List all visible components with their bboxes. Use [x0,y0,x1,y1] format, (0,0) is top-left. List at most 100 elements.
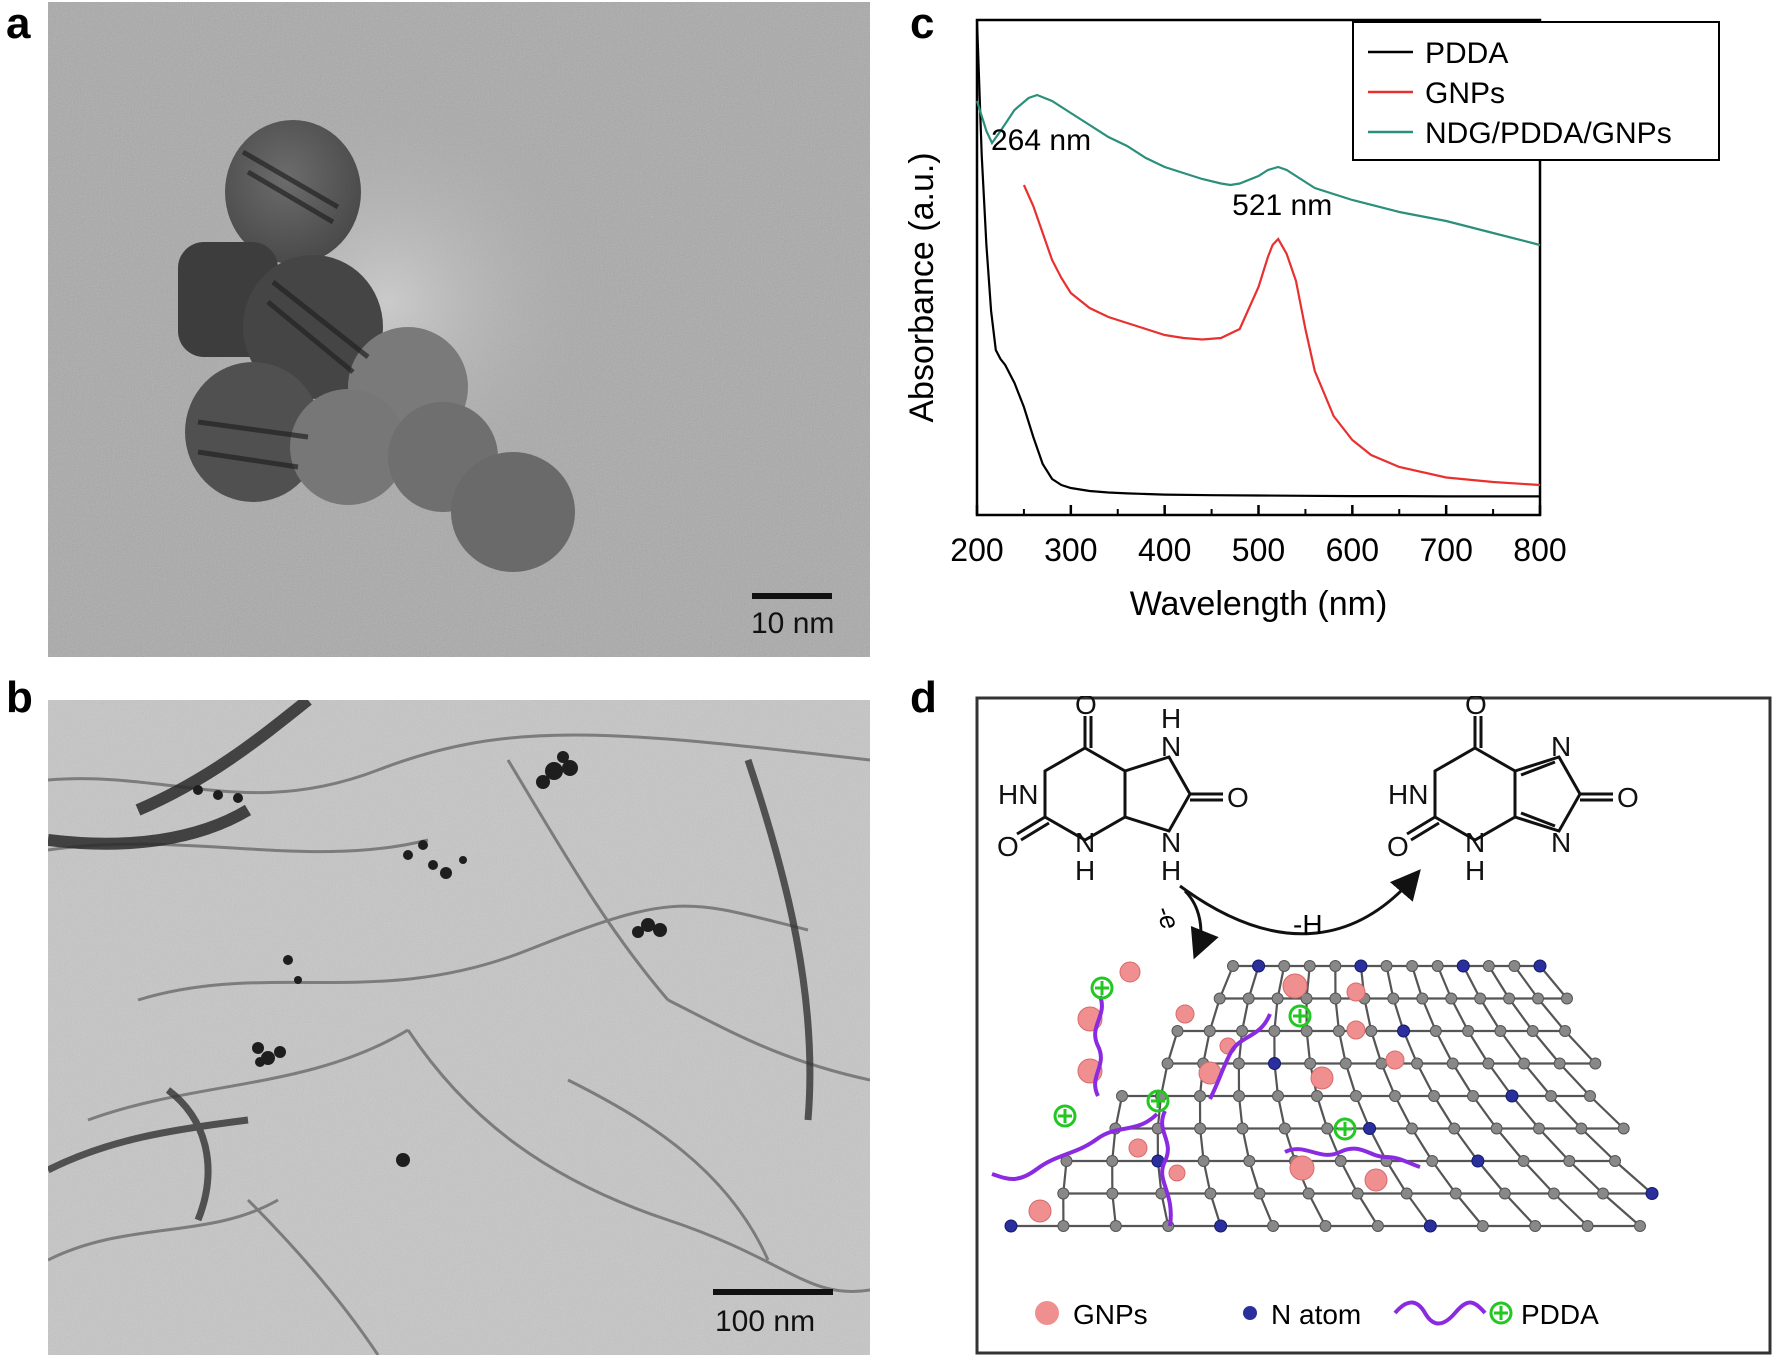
c-atom [1171,1025,1184,1037]
plus-charge-icon [1333,1117,1357,1141]
c-atom [1194,1090,1206,1102]
c-atom [1204,1187,1217,1200]
c-atom [1243,1155,1256,1167]
c-atom [1227,960,1239,972]
legend-n-atom-icon [1243,1306,1257,1320]
scale-bar-a [752,593,832,599]
n-atom [1004,1219,1018,1233]
plus-charge-icon [1288,1004,1312,1028]
series-line-ndg-pdda-gnps [975,93,1541,247]
product-n-bottom-right: N [1551,827,1571,858]
c-atom [1503,992,1516,1005]
c-atom [1445,992,1458,1005]
product-o-left: O [1387,831,1409,862]
c-atom [1351,1187,1364,1200]
legend-entry-label: NDG/PDDA/GNPs [1425,117,1672,150]
c-atom [1197,1155,1210,1167]
reactant-atom-labels: O HN O N H N H O N H [997,696,1249,886]
gnp-particle [1346,1020,1366,1040]
c-atom [1233,1090,1245,1102]
legend-n-atom-label: N atom [1271,1299,1361,1330]
c-atom [1426,1155,1439,1167]
c-atom [1575,1122,1588,1135]
c-atom [1498,1187,1511,1200]
c-atom [1553,1057,1566,1070]
n-atom [1363,1122,1377,1135]
panel-letter-a: a [6,0,31,48]
c-atom [1329,960,1342,972]
c-atom [1508,960,1521,972]
graphene-sheet [991,959,1659,1233]
gnp-particle [1168,1164,1186,1182]
product-o-top: O [1465,696,1487,720]
c-atom [1311,1090,1323,1102]
c-atom [1589,1057,1602,1070]
x-tick-label: 600 [1326,532,1379,568]
tem-a-nanoparticles [48,2,870,657]
c-atom [1467,1090,1479,1102]
product-n-top-right: N [1551,731,1571,762]
c-atom [1400,1187,1413,1200]
c-atom [1482,1057,1495,1070]
scale-bar-label-b: 100 nm [715,1305,816,1338]
electron-arrow [1183,889,1219,960]
c-atom [1389,1090,1401,1102]
c-atom [1474,992,1487,1005]
c-atom [1271,992,1284,1005]
c-atom [1375,1057,1388,1070]
product-o-right: O [1617,782,1639,813]
c-atom [1545,1090,1557,1102]
c-atom [1106,1155,1119,1167]
legend-entry-label: GNPs [1425,77,1505,110]
reaction-arrow-label: -H [1293,909,1323,940]
c-atom [1476,1220,1489,1232]
gnp-particle [1310,1066,1334,1090]
product-atom-labels: O HN O N H N O N [1387,696,1639,886]
x-axis-label: Wavelength (nm) [1130,585,1388,623]
c-atom [1232,1057,1245,1070]
gnp-particle [1175,1004,1195,1024]
series-line-gnps [1022,184,1541,487]
oxidation-arrow [1179,869,1421,936]
reactant-n1: N [1075,827,1095,858]
peak-annotation: 264 nm [991,124,1091,157]
c-atom [1057,1187,1070,1200]
c-atom [1448,1122,1461,1135]
legend-plus-icon [1489,1301,1513,1325]
pdda-chain [1093,995,1104,1097]
reactant-o-right: O [1227,782,1249,813]
c-atom [1339,1057,1352,1070]
reactant-n-top-right: N [1161,731,1181,762]
c-atom [1272,1090,1284,1102]
c-atom [1116,1090,1128,1102]
scale-bar-label-a: 10 nm [751,607,835,640]
x-tick-label: 200 [950,532,1003,568]
c-atom [1405,1122,1418,1135]
c-atom [1161,1057,1174,1070]
x-tick-label: 300 [1044,532,1097,568]
n-atom [1423,1219,1437,1233]
c-atom [1300,1025,1313,1037]
reactant-h1: H [1075,855,1095,886]
c-atom [1532,1122,1545,1135]
c-atom [1449,1187,1462,1200]
x-tick-label: 400 [1138,532,1191,568]
product-h1: H [1465,855,1485,886]
c-atom [1532,992,1545,1005]
x-tick-label: 500 [1232,532,1285,568]
legend-entry-label: PDDA [1425,37,1508,70]
c-atom [1278,1122,1291,1135]
c-atom [1268,1025,1281,1037]
x-tick-label: 800 [1513,532,1566,568]
c-atom [1411,1057,1424,1070]
c-atom [1559,1025,1571,1037]
c-atom [1304,1057,1317,1070]
n-atom [1456,959,1470,973]
reaction-scheme: O HN O N H N H O N H O HN O N H N O N -e [975,696,1772,1355]
c-atom [1267,1220,1280,1232]
product-molecule [1406,716,1613,842]
pdda-chain [1160,1110,1173,1227]
pdda-chain [1208,1013,1272,1100]
